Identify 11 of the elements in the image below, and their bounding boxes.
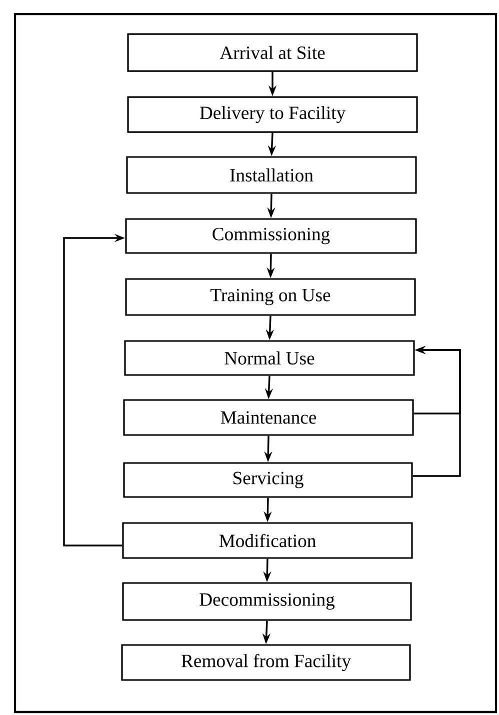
process-box: Training on Use — [125, 278, 416, 316]
process-box: Servicing — [123, 462, 413, 498]
process-box: Commissioning — [125, 218, 417, 254]
process-box: Installation — [126, 156, 417, 194]
process-box: Normal Use — [124, 340, 415, 376]
process-box: Decommissioning — [122, 582, 412, 621]
process-box: Delivery to Facility — [127, 96, 418, 133]
process-box: Arrival at Site — [127, 33, 418, 72]
process-box: Removal from Facility — [121, 644, 411, 681]
process-box: Maintenance — [123, 399, 414, 436]
process-box: Modification — [122, 522, 413, 559]
